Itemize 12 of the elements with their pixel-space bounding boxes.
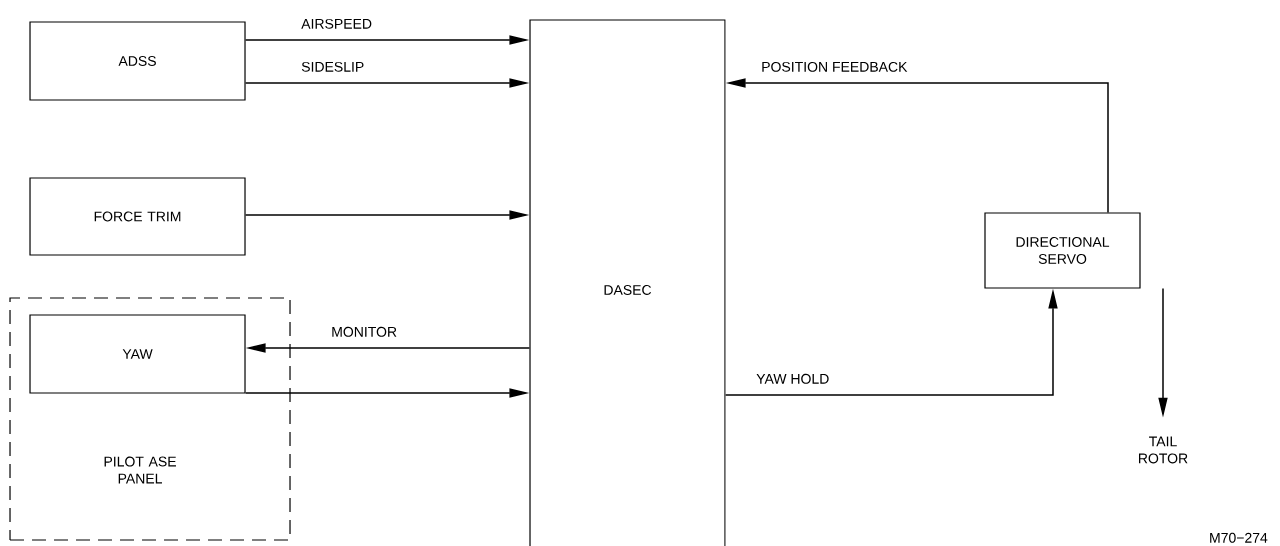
edge-label: YAW HOLD	[755, 372, 831, 385]
block-box: YAW	[29, 314, 246, 394]
edge-label: POSITION FEEDBACK	[760, 60, 909, 73]
block-box: DASEC	[529, 19, 726, 546]
block-box: DIRECTIONAL SERVO	[984, 212, 1141, 289]
block-box: ADSS	[29, 21, 246, 101]
figure-number: M70−274	[1210, 532, 1268, 543]
block-box: FORCE TRIM	[29, 177, 246, 256]
edge-label: SIDESLIP	[300, 60, 366, 73]
output-label: TAIL ROTOR	[1139, 436, 1188, 464]
edge-label: AIRSPEED	[300, 17, 373, 30]
edge-label: MONITOR	[330, 325, 399, 338]
